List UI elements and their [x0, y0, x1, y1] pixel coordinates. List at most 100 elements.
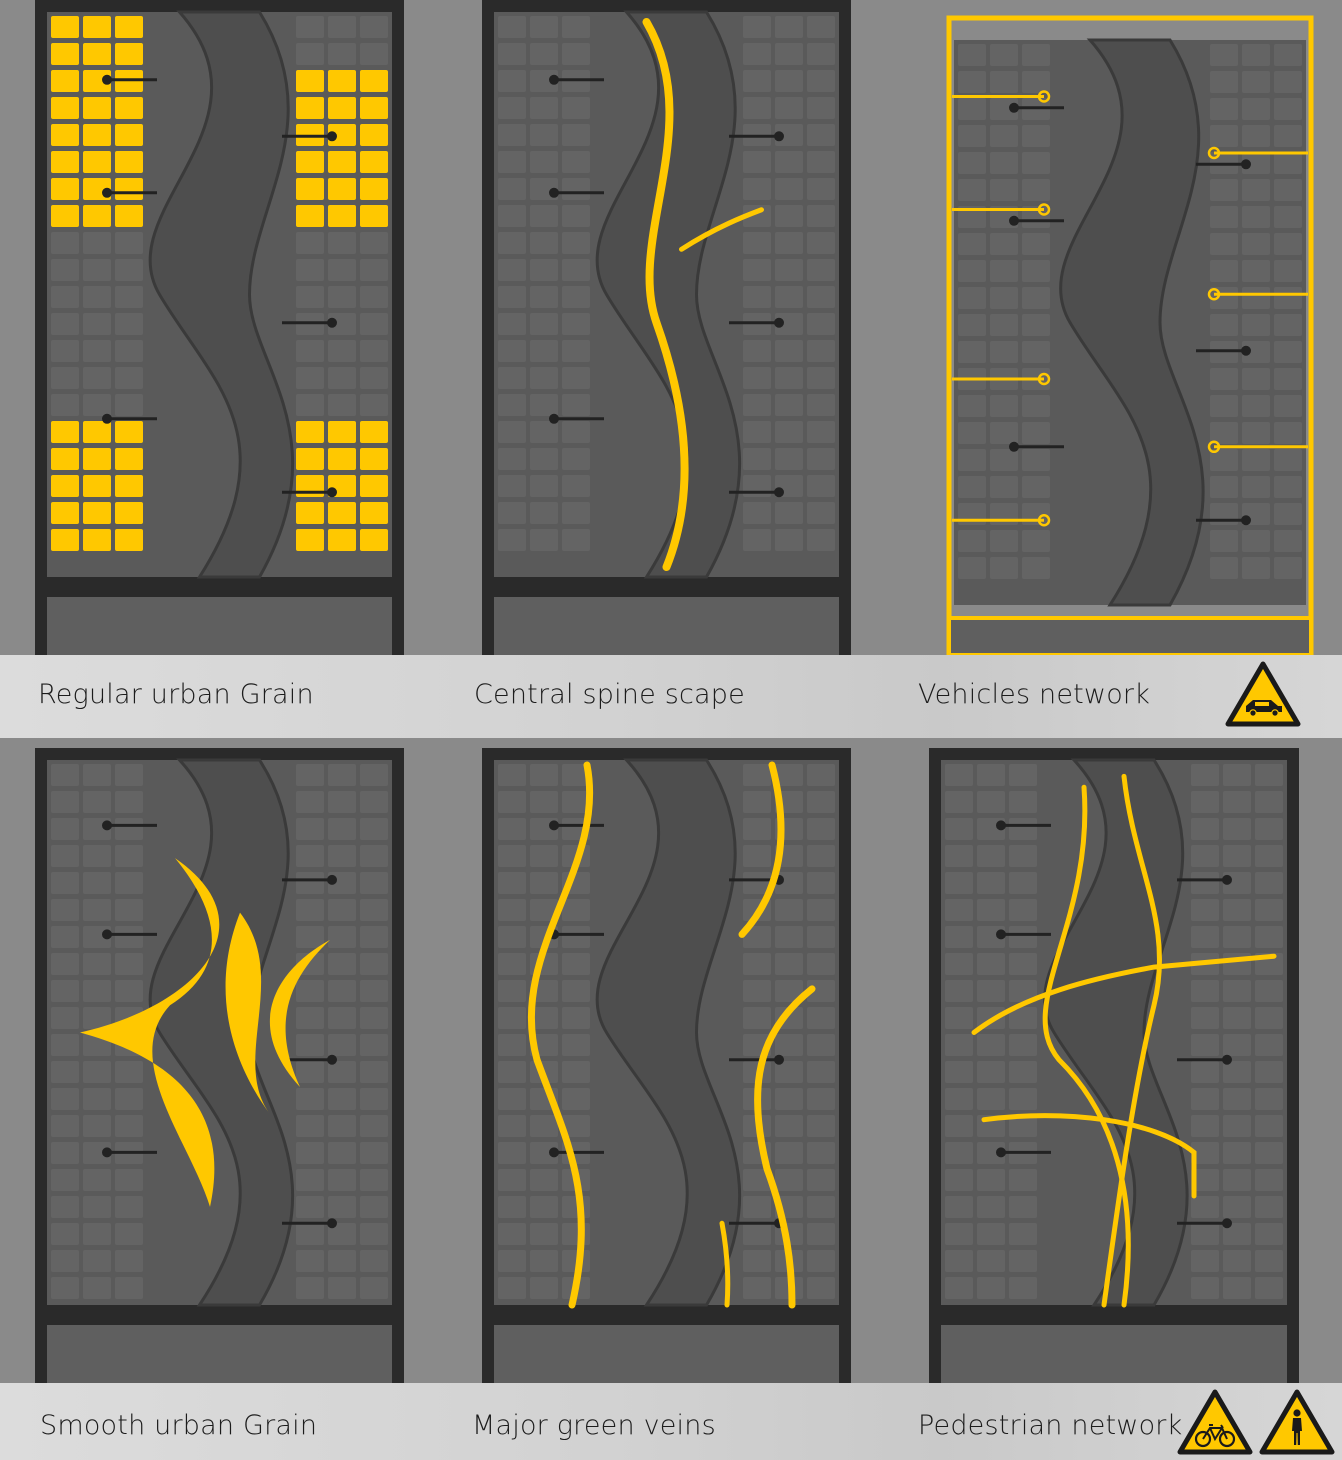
urban-block [1009, 1277, 1037, 1299]
urban-block [958, 152, 986, 174]
urban-block [977, 1196, 1005, 1218]
urban-block [945, 1115, 973, 1137]
cul-de-sac [1241, 159, 1251, 169]
urban-block [807, 1142, 835, 1164]
urban-block [958, 125, 986, 147]
urban-block [743, 764, 771, 786]
urban-block [83, 313, 111, 335]
cul-de-sac [549, 820, 559, 830]
urban-block [743, 421, 771, 443]
urban-block [328, 1277, 356, 1299]
urban-block [328, 953, 356, 975]
cul-de-sac [1241, 346, 1251, 356]
urban-block [1191, 1250, 1219, 1272]
urban-block [328, 259, 356, 281]
urban-block [328, 286, 356, 308]
urban-block [743, 232, 771, 254]
urban-block [328, 178, 356, 200]
urban-block [498, 232, 526, 254]
urban-block [51, 1142, 79, 1164]
urban-block [51, 980, 79, 1002]
urban-block [775, 16, 803, 38]
urban-block [498, 97, 526, 119]
urban-block [296, 502, 324, 524]
urban-block [1223, 1007, 1251, 1029]
urban-block [530, 529, 558, 551]
urban-block [360, 1034, 388, 1056]
cul-de-sac [327, 487, 337, 497]
urban-block [1255, 764, 1283, 786]
urban-block [83, 97, 111, 119]
urban-block [328, 980, 356, 1002]
urban-block [1223, 1034, 1251, 1056]
urban-block [743, 1277, 771, 1299]
urban-block [360, 1250, 388, 1272]
urban-block [360, 475, 388, 497]
urban-block [807, 367, 835, 389]
urban-block [1210, 260, 1238, 282]
urban-block [296, 1277, 324, 1299]
urban-block [498, 124, 526, 146]
urban-block [945, 791, 973, 813]
urban-block [360, 205, 388, 227]
urban-block [1191, 1034, 1219, 1056]
urban-block [498, 1142, 526, 1164]
urban-block [807, 340, 835, 362]
urban-block [328, 1250, 356, 1272]
urban-block [1255, 1169, 1283, 1191]
urban-block [743, 980, 771, 1002]
urban-block [115, 448, 143, 470]
urban-block [945, 953, 973, 975]
urban-block [296, 205, 324, 227]
urban-block [51, 1196, 79, 1218]
parking-strip [47, 597, 392, 655]
urban-block [360, 124, 388, 146]
urban-block [83, 502, 111, 524]
urban-block [945, 845, 973, 867]
urban-block [1022, 449, 1050, 471]
urban-block [360, 1088, 388, 1110]
urban-block [360, 502, 388, 524]
urban-block [115, 764, 143, 786]
urban-block [775, 286, 803, 308]
urban-block [1022, 557, 1050, 579]
urban-block [296, 448, 324, 470]
urban-block [530, 1250, 558, 1272]
label-smooth-urban-grain: Smooth urban Grain [40, 1410, 317, 1441]
urban-block [360, 1169, 388, 1191]
urban-block [498, 1034, 526, 1056]
urban-block [328, 151, 356, 173]
urban-block [807, 818, 835, 840]
urban-block [115, 313, 143, 335]
urban-block [1274, 368, 1302, 390]
urban-block [51, 502, 79, 524]
urban-block [498, 475, 526, 497]
urban-block [51, 286, 79, 308]
cul-de-sac [102, 820, 112, 830]
cul-de-sac [327, 1218, 337, 1228]
urban-block [1210, 98, 1238, 120]
urban-block [1191, 1115, 1219, 1137]
urban-block [562, 43, 590, 65]
urban-block [775, 178, 803, 200]
urban-block [743, 791, 771, 813]
cul-de-sac [996, 1147, 1006, 1157]
urban-block [498, 899, 526, 921]
urban-block [83, 1169, 111, 1191]
urban-block [990, 476, 1018, 498]
urban-block [83, 1223, 111, 1245]
urban-block [51, 43, 79, 65]
urban-block [1210, 71, 1238, 93]
urban-block [743, 16, 771, 38]
urban-block [775, 70, 803, 92]
urban-block [807, 1034, 835, 1056]
urban-block [51, 70, 79, 92]
urban-block [498, 818, 526, 840]
urban-block [1022, 44, 1050, 66]
label-regular-urban-grain: Regular urban Grain [38, 679, 314, 710]
urban-block [83, 205, 111, 227]
urban-block [1242, 368, 1270, 390]
urban-block [990, 179, 1018, 201]
urban-block [1255, 926, 1283, 948]
urban-block [807, 953, 835, 975]
